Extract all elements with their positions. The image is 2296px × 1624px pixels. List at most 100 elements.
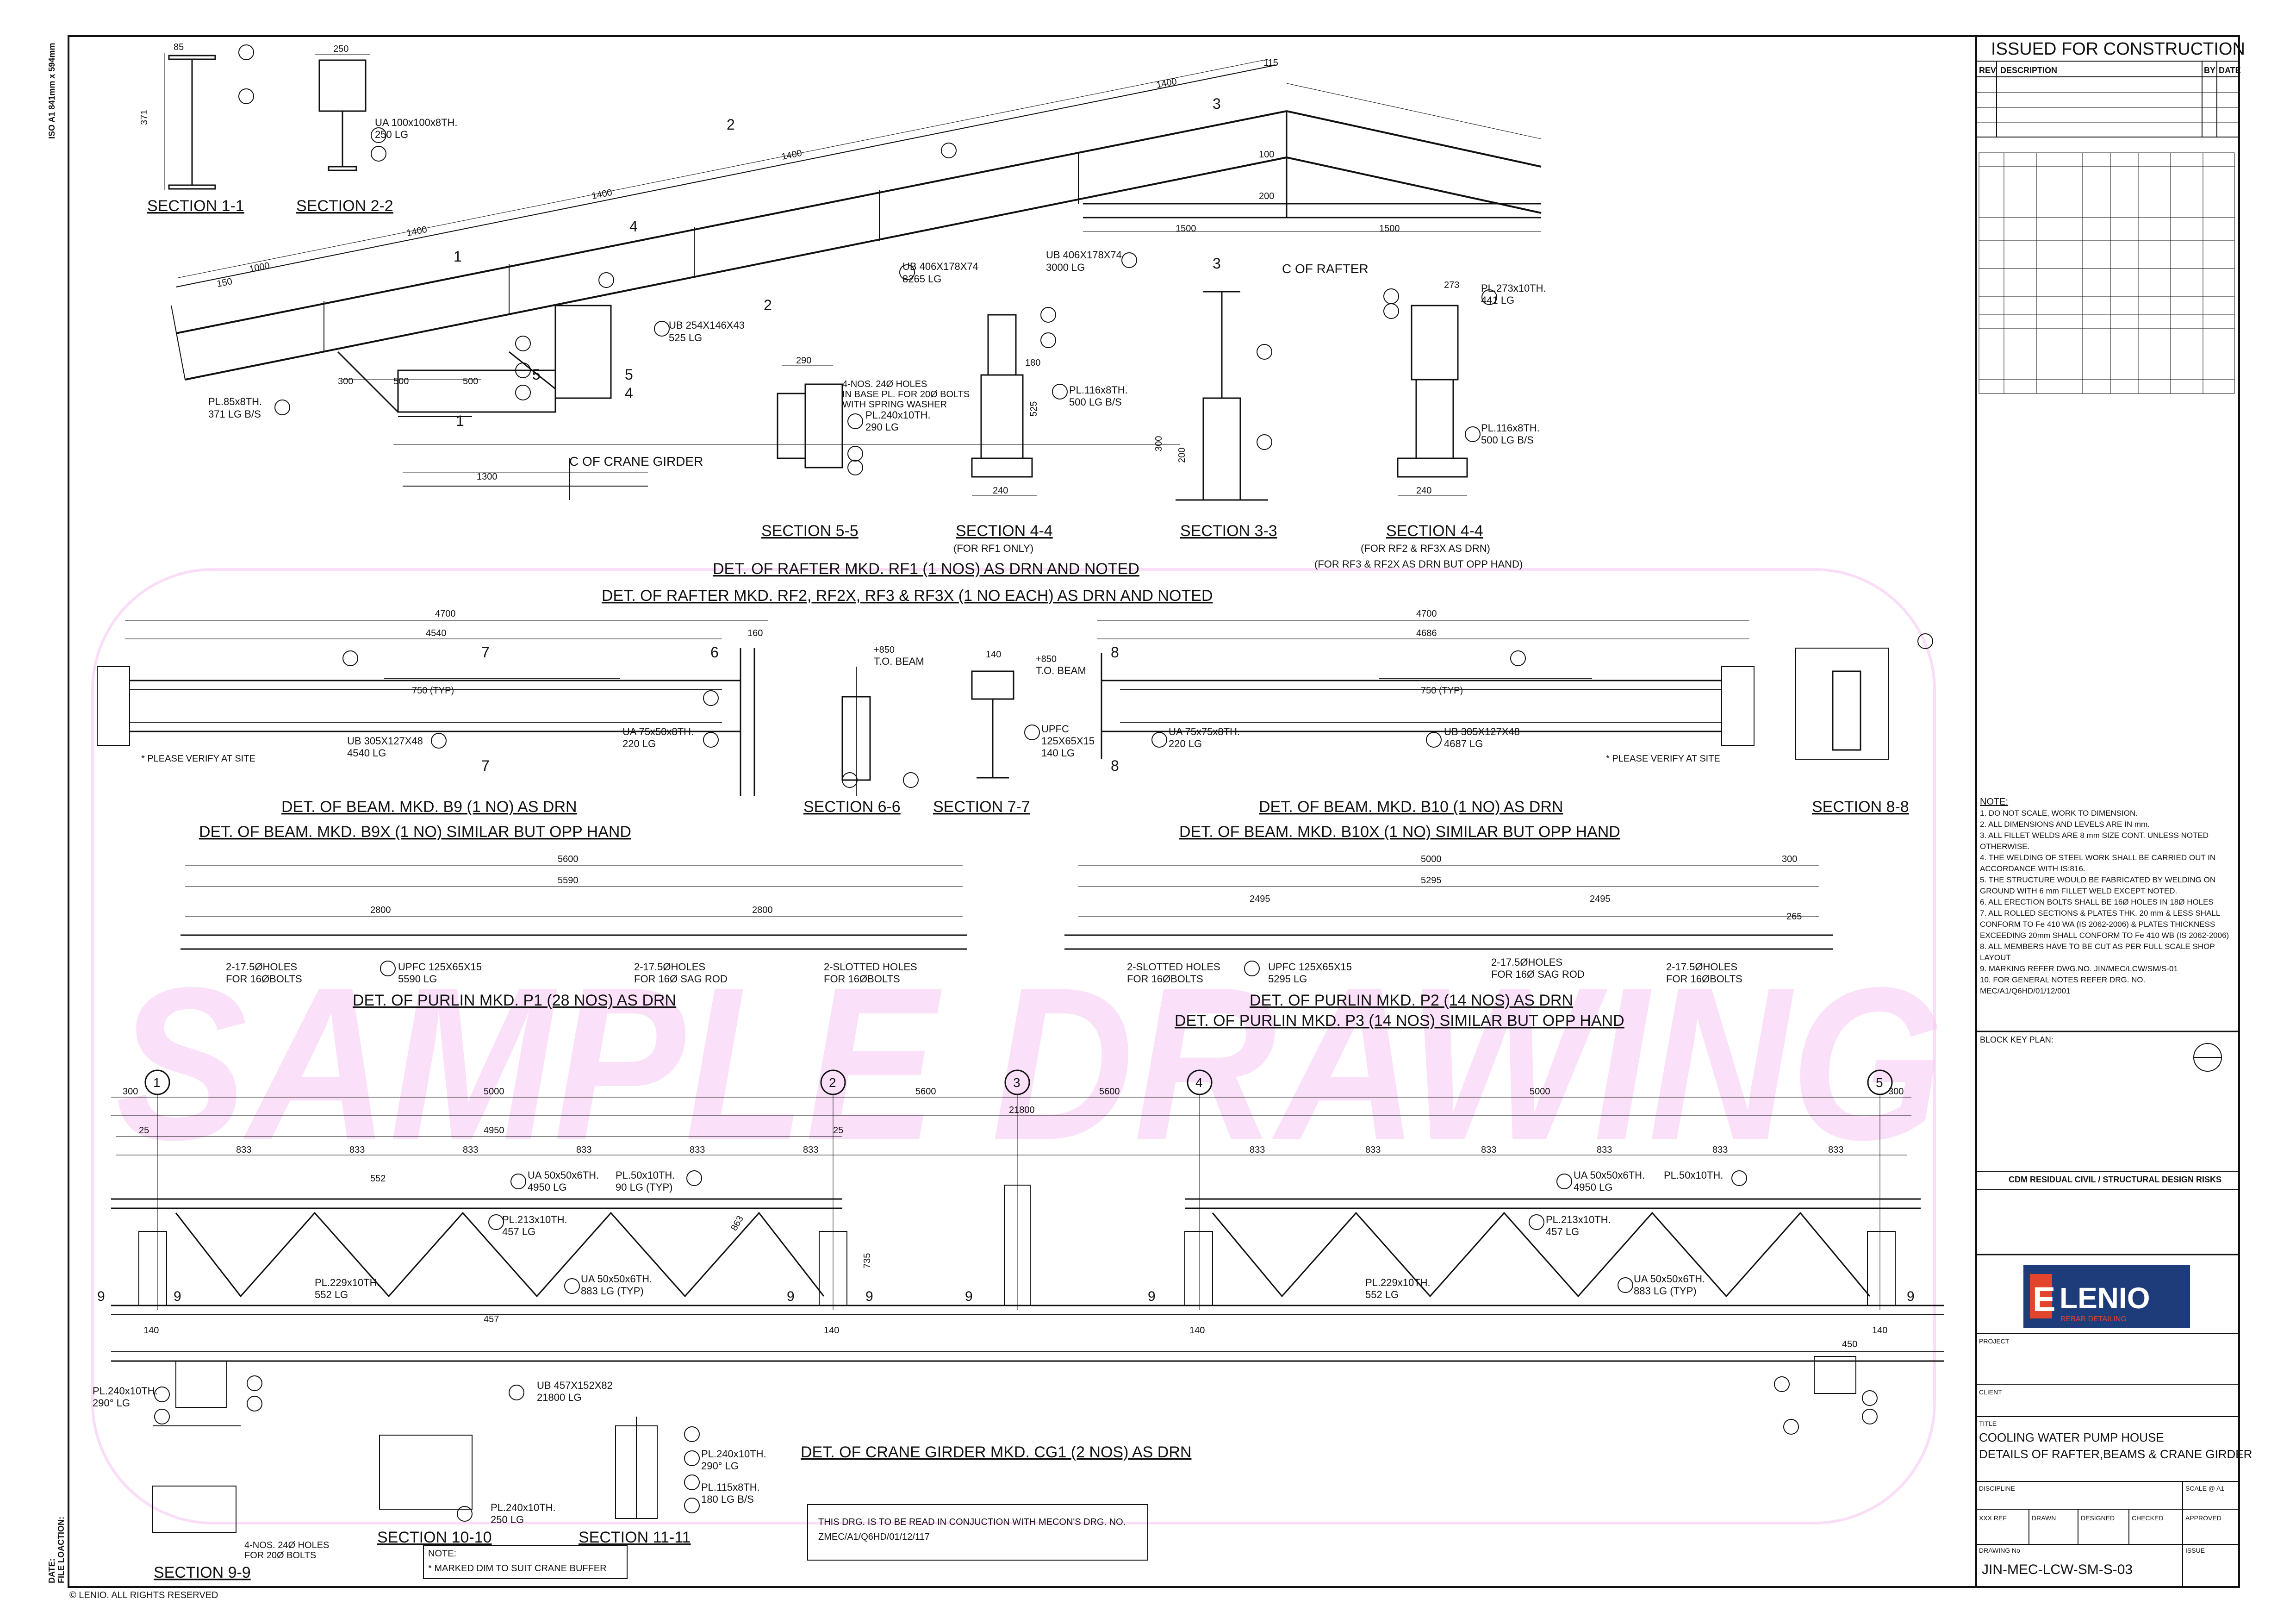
svg-text:21800: 21800 xyxy=(1009,1105,1035,1115)
svg-text:+850: +850 xyxy=(1036,654,1057,664)
svg-text:883 LG (TYP): 883 LG (TYP) xyxy=(581,1285,644,1297)
grid-3: 3 xyxy=(1013,1075,1020,1090)
callout-b10-ub: UB 305X127X48 xyxy=(1444,726,1520,737)
svg-text:833: 833 xyxy=(1365,1145,1381,1155)
svg-text:OTHERWISE.: OTHERWISE. xyxy=(1980,842,2029,851)
svg-text:290° LG: 290° LG xyxy=(701,1460,739,1472)
crane-girder: 1 2 3 4 5 300 5000 5600 5600 5000 300 21… xyxy=(97,1069,1944,1461)
svg-text:4. THE WELDING OF STEEL WORK S: 4. THE WELDING OF STEEL WORK SHALL BE CA… xyxy=(1980,853,2215,862)
svg-text:140: 140 xyxy=(143,1325,159,1336)
callout-p1-slot: 2-SLOTTED HOLES xyxy=(824,961,917,973)
svg-text:1400: 1400 xyxy=(1156,76,1178,90)
svg-text:5: 5 xyxy=(625,366,633,383)
callout-pl116a: PL.116x8TH. xyxy=(1069,384,1128,396)
svg-text:6: 6 xyxy=(710,644,719,661)
svg-text:9: 9 xyxy=(965,1289,973,1304)
svg-text:200: 200 xyxy=(1259,191,1274,201)
svg-text:3: 3 xyxy=(1213,95,1221,112)
title-p2: DET. OF PURLIN MKD. P2 (14 NOS) AS DRN xyxy=(1250,992,1573,1009)
callout-pl240a: PL.240x10TH. xyxy=(93,1385,158,1397)
svg-text:XXX REF: XXX REF xyxy=(1979,1514,2007,1522)
callout-p2-sag: 2-17.5ØHOLES xyxy=(1491,956,1562,968)
block-key-plan: BLOCK KEY PLAN: xyxy=(1980,1035,2053,1044)
svg-text:250 LG: 250 LG xyxy=(375,129,408,140)
section-5-5-title: SECTION 5-5 xyxy=(761,522,859,540)
svg-text:DATE: DATE xyxy=(2219,66,2241,75)
watermark-text: SAMPLE DRAWING xyxy=(116,942,1944,1185)
purlin-p1: 5600 5590 2800 2800 2-17.5ØHOLES FOR 16Ø… xyxy=(180,854,967,1009)
title-p3: DET. OF PURLIN MKD. P3 (14 NOS) SIMILAR … xyxy=(1175,1012,1624,1030)
title-b9: DET. OF BEAM. MKD. B9 (1 NO) AS DRN xyxy=(281,798,577,816)
svg-text:500: 500 xyxy=(463,376,478,387)
beam-b10: 4700 4686 750 (TYP) UA 75x75x8TH. 220 LG… xyxy=(1097,609,1755,841)
svg-text:ACCORDANCE WITH IS:816.: ACCORDANCE WITH IS:816. xyxy=(1980,864,2085,873)
svg-text:9: 9 xyxy=(174,1289,181,1304)
svg-text:1500: 1500 xyxy=(1379,224,1400,234)
svg-text:2: 2 xyxy=(727,116,735,133)
svg-text:140: 140 xyxy=(824,1325,839,1336)
beam-b9: 4700 4540 160 750 (TYP) UB 305X127X48 45… xyxy=(97,609,768,841)
svg-text:450: 450 xyxy=(1842,1339,1857,1349)
svg-text:1000: 1000 xyxy=(249,261,271,275)
svg-text:REV: REV xyxy=(1979,66,1996,75)
svg-text:DESCRIPTION: DESCRIPTION xyxy=(2000,66,2057,75)
callout-p2-upfc: UPFC 125X65X15 xyxy=(1268,961,1352,973)
svg-text:1: 1 xyxy=(454,248,462,265)
callout-p1-sag: 2-17.5ØHOLES xyxy=(634,961,705,973)
svg-text:220 LG: 220 LG xyxy=(1169,738,1202,750)
svg-text:2495: 2495 xyxy=(1590,894,1611,904)
svg-text:180 LG B/S: 180 LG B/S xyxy=(701,1493,754,1505)
svg-text:290 LG: 290 LG xyxy=(865,421,899,433)
svg-text:833: 833 xyxy=(463,1145,478,1155)
girder-end-detail xyxy=(1774,1356,1878,1435)
callout-pl116b: PL.116x8TH. xyxy=(1481,422,1540,434)
svg-text:140: 140 xyxy=(1189,1325,1205,1336)
callout-ua100: UA 100x100x8TH. xyxy=(375,117,458,128)
svg-text:300: 300 xyxy=(1888,1087,1904,1097)
svg-text:2800: 2800 xyxy=(370,905,391,915)
file-location-label: FILE LOACTION: xyxy=(56,1517,66,1583)
svg-text:FOR 16ØBOLTS: FOR 16ØBOLTS xyxy=(824,973,900,985)
svg-text:4950: 4950 xyxy=(484,1125,504,1136)
svg-text:T.O. BEAM: T.O. BEAM xyxy=(1036,665,1086,676)
svg-text:115: 115 xyxy=(1263,58,1278,68)
callout-p1-upfc: UPFC 125X65X15 xyxy=(398,961,482,973)
svg-text:FOR 20Ø BOLTS: FOR 20Ø BOLTS xyxy=(244,1550,316,1561)
svg-text:552 LG: 552 LG xyxy=(315,1289,348,1300)
svg-text:4687 LG: 4687 LG xyxy=(1444,738,1483,750)
svg-text:ISSUE: ISSUE xyxy=(2185,1547,2205,1554)
svg-text:140: 140 xyxy=(1872,1325,1887,1336)
verify-note-2: * PLEASE VERIFY AT SITE xyxy=(1606,754,1720,764)
svg-text:750 (TYP): 750 (TYP) xyxy=(1421,686,1463,696)
callout-ub406a: UB 406X178X74 xyxy=(902,261,978,272)
svg-text:5600: 5600 xyxy=(915,1087,936,1097)
callout-upfc: UPFC xyxy=(1041,723,1069,735)
svg-text:160: 160 xyxy=(747,628,763,638)
issued-for-construction: ISSUED FOR CONSTRUCTION xyxy=(1991,39,2245,59)
svg-text:750 (TYP): 750 (TYP) xyxy=(412,686,454,696)
svg-text:457 LG: 457 LG xyxy=(502,1226,535,1237)
svg-text:140: 140 xyxy=(986,650,1001,660)
svg-text:GROUND WITH 6 mm FILLET WELD: GROUND WITH 6 mm FILLET WELD EXCEPT NOTE… xyxy=(1980,887,2177,895)
purlin-p2: 5000 300 5295 2495 2495 265 2-SLOTTED HO… xyxy=(1064,854,1833,1030)
svg-text:WITH SPRING WASHER: WITH SPRING WASHER xyxy=(842,400,947,410)
svg-text:525 LG: 525 LG xyxy=(669,332,702,344)
svg-text:300: 300 xyxy=(1154,436,1164,451)
callout-b9-ua: UA 75x50x8TH. xyxy=(622,726,694,737)
svg-text:CHECKED: CHECKED xyxy=(2132,1514,2163,1522)
svg-text:5000: 5000 xyxy=(1421,854,1442,864)
svg-text:250: 250 xyxy=(333,44,348,54)
svg-text:5295: 5295 xyxy=(1421,875,1442,886)
svg-text:THIS DRG. IS TO BE READ IN CON: THIS DRG. IS TO BE READ IN CONJUCTION WI… xyxy=(818,1517,1126,1527)
section-10-10: PL.240x10TH. 250 LG SECTION 10-10 xyxy=(377,1435,556,1546)
section-9-9: 4-NOS. 24Ø HOLES FOR 20Ø BOLTS SECTION 9… xyxy=(152,1486,329,1581)
section-8-8: SECTION 8-8 xyxy=(1795,633,1933,816)
section-3-3: 300 200 SECTION 3-3 xyxy=(1154,291,1277,540)
svg-text:IN BASE PL. FOR 20Ø BOLTS: IN BASE PL. FOR 20Ø BOLTS xyxy=(842,389,970,400)
callout-pl229a: PL.229x10TH. xyxy=(315,1277,380,1288)
sheet-size-note: ISO A1 841mm x 594mm xyxy=(47,43,56,139)
svg-text:4: 4 xyxy=(629,218,638,235)
svg-text:833: 833 xyxy=(236,1145,251,1155)
svg-text:E: E xyxy=(2033,1280,2055,1318)
title-p1: DET. OF PURLIN MKD. P1 (28 NOS) AS DRN xyxy=(353,992,676,1009)
